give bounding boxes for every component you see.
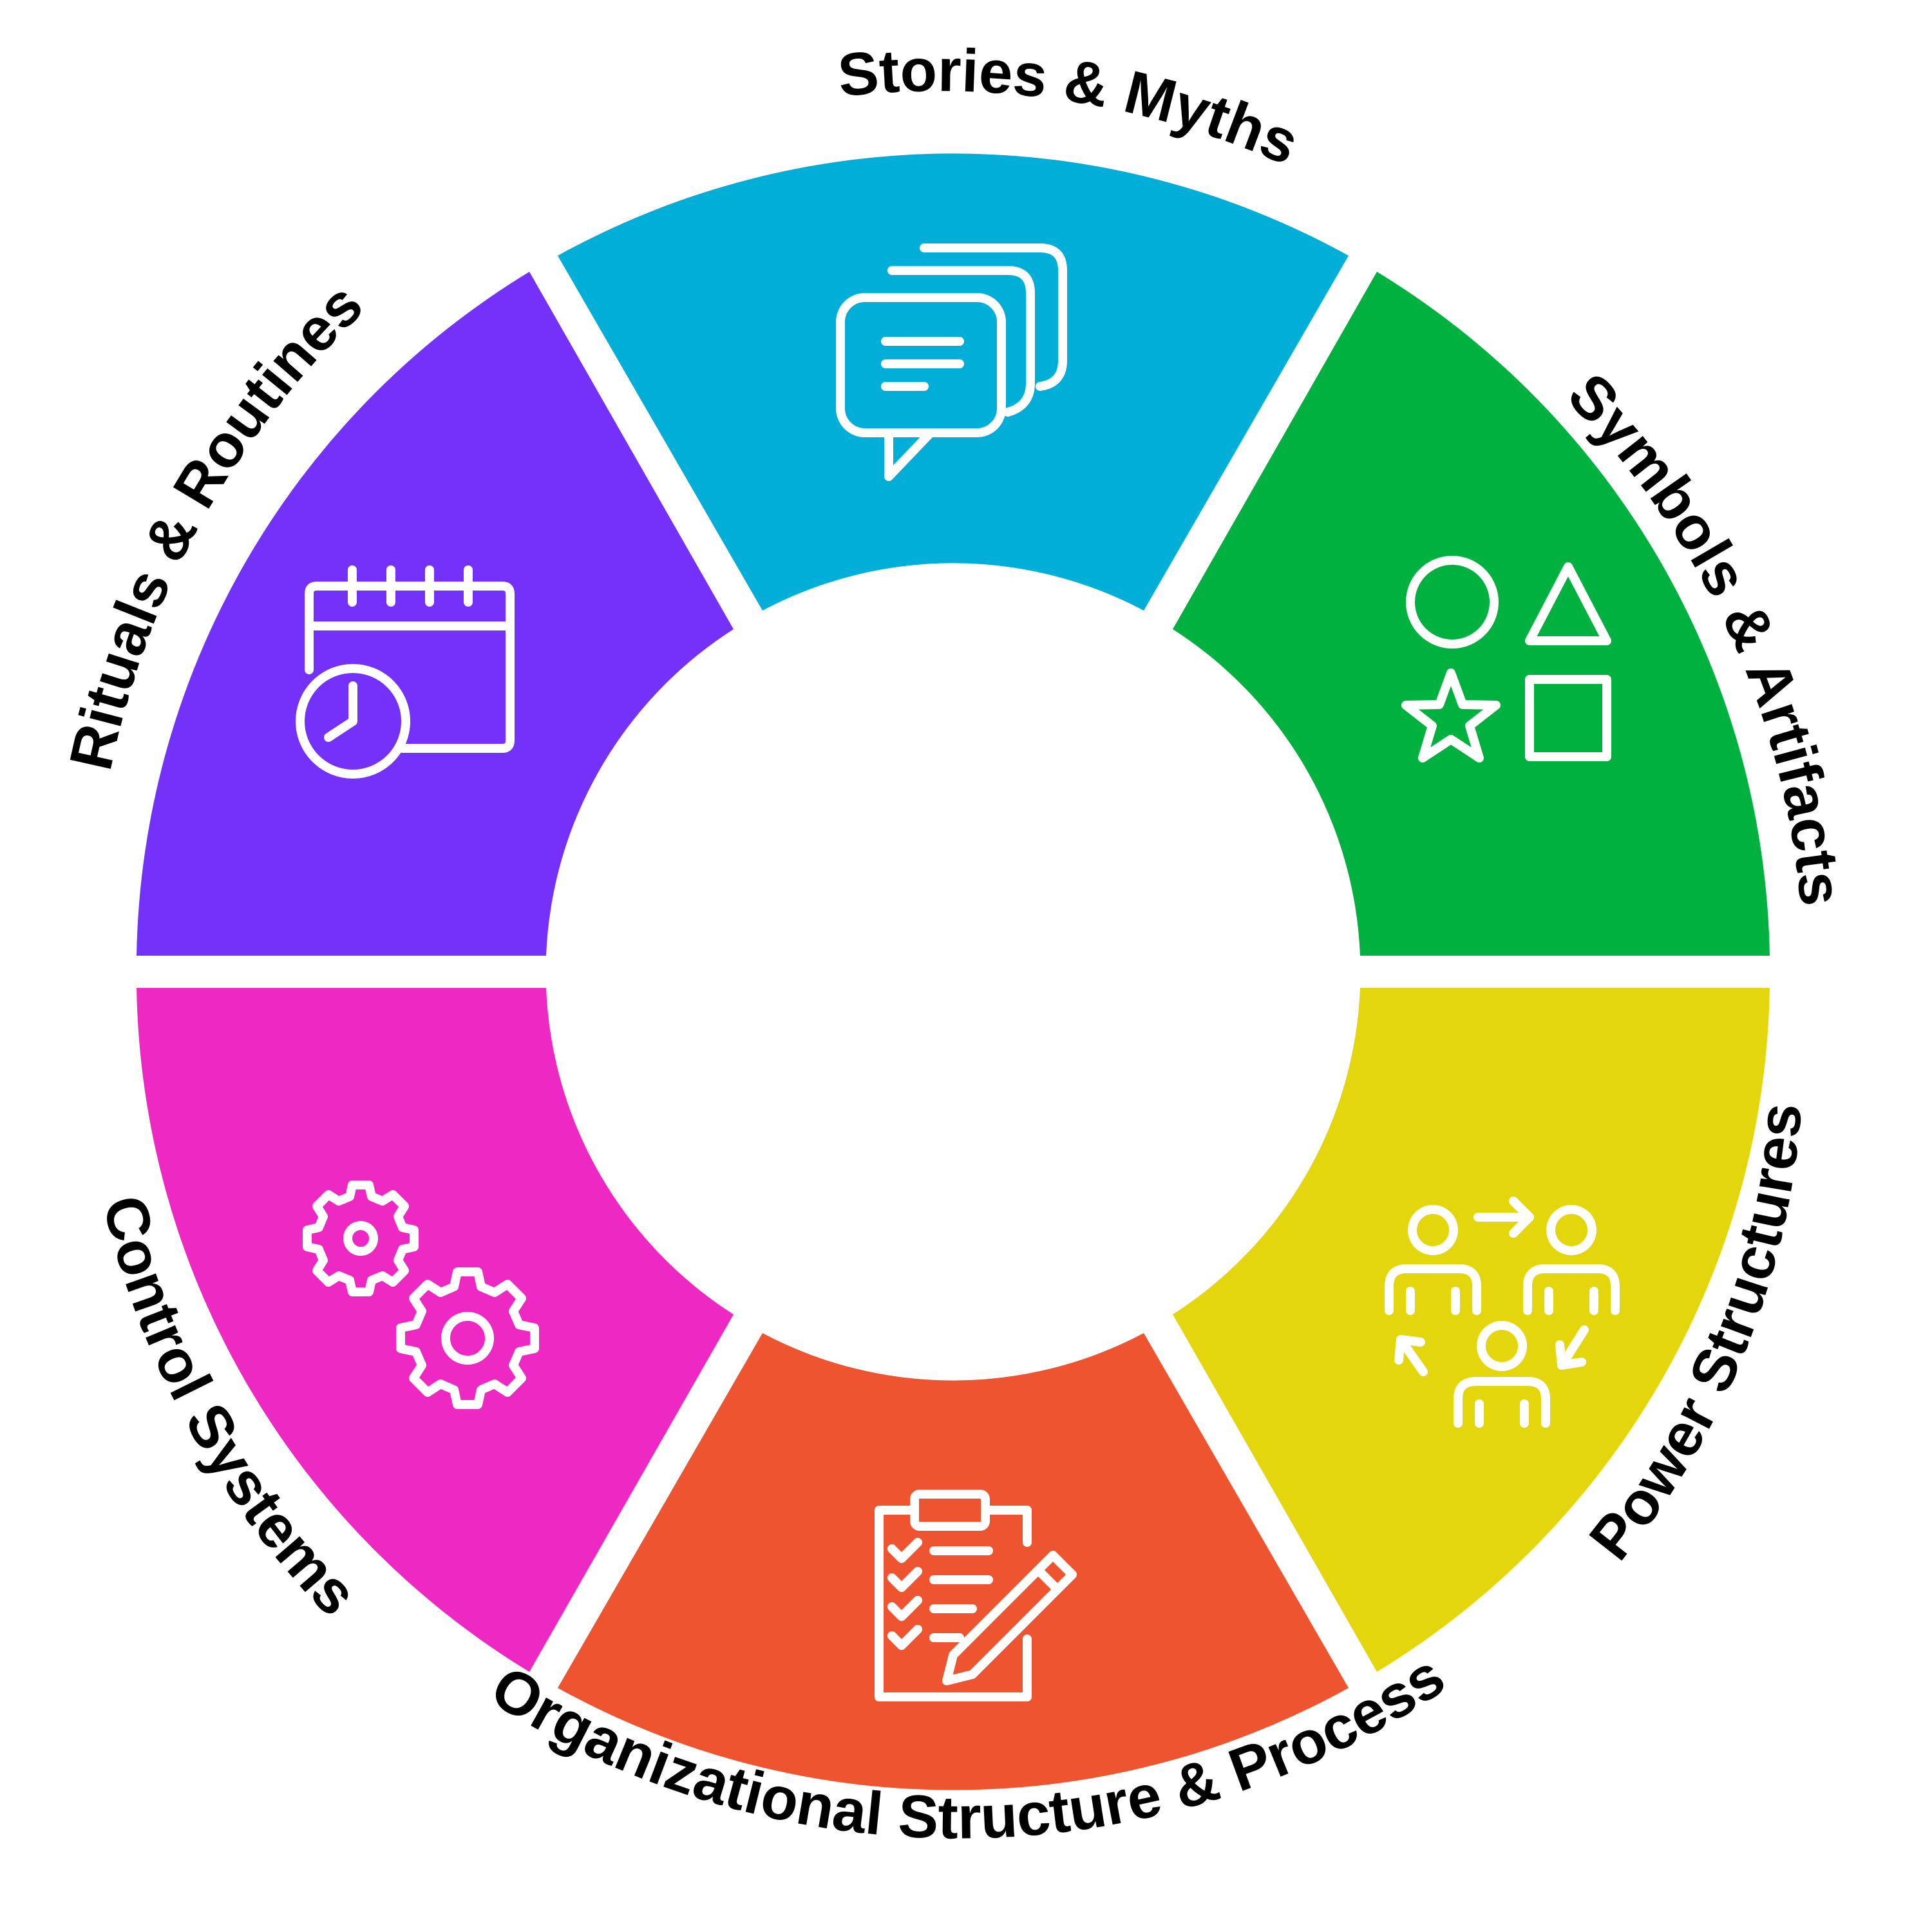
calendar-clock-icon: [296, 565, 515, 779]
segment-power-structures[interactable]: [1173, 988, 1770, 1672]
segment-organizational-structure-process[interactable]: [558, 1333, 1349, 1790]
segment-control-systems[interactable]: [137, 988, 734, 1672]
speech-bubbles-icon: [836, 243, 1067, 481]
shapes-icon: [1401, 556, 1611, 762]
segment-symbols-artifacts[interactable]: [1173, 272, 1770, 956]
segments: [137, 153, 1770, 1790]
segment-rituals-routines[interactable]: [137, 272, 734, 956]
people-network-icon: [1385, 1197, 1620, 1428]
icons: [296, 243, 1620, 1701]
gears-icon: [303, 1180, 539, 1409]
clipboard-checklist-icon: [875, 1490, 1077, 1701]
segment-stories-myths[interactable]: [558, 153, 1349, 611]
